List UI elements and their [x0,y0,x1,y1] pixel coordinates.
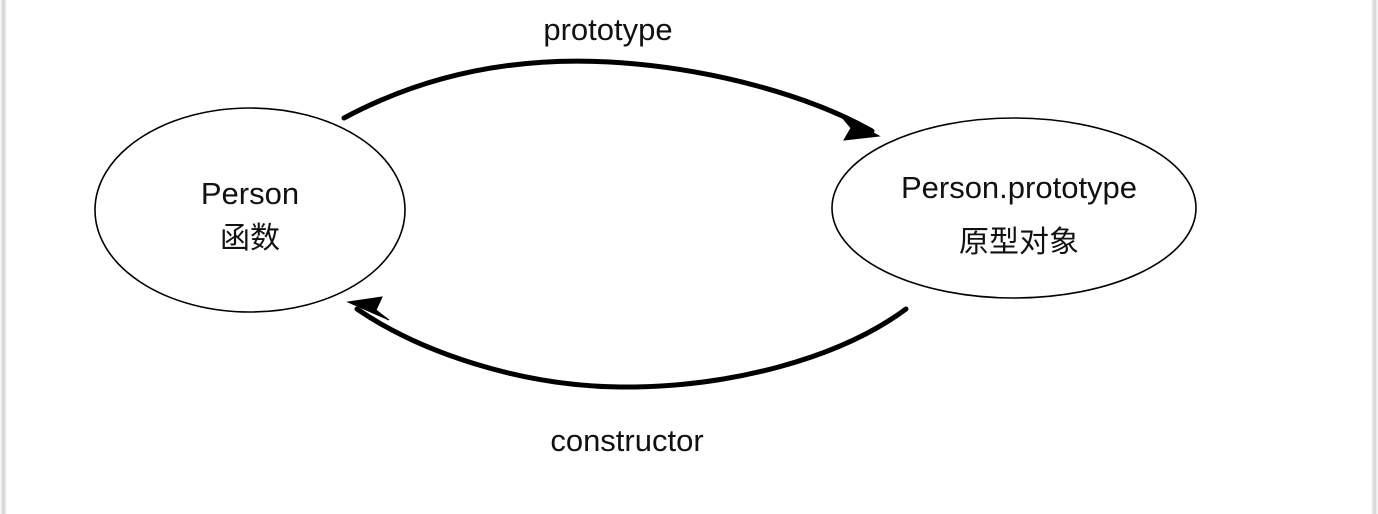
edge-prototype [341,58,881,141]
constructor-arrowhead-icon [346,296,390,321]
person-function-ellipse[interactable] [94,107,406,313]
person-prototype-secondary-label: 原型对象 [959,226,1079,259]
edge-constructor [346,296,909,390]
node-person-function[interactable]: Person 函数 [94,107,406,313]
node-person-prototype[interactable]: Person.prototype 原型对象 [831,117,1197,299]
person-prototype-ellipse[interactable] [831,117,1197,299]
right-edge-border [1371,0,1378,514]
constructor-arrow-curve [354,306,909,390]
left-edge-border [0,0,7,514]
person-function-primary-label: Person [201,176,299,211]
person-prototype-primary-label: Person.prototype [901,170,1137,205]
prototype-arrow-curve [341,58,875,134]
constructor-edge-label: constructor [550,423,703,458]
prototype-arrowhead-icon [839,114,881,141]
person-function-secondary-label: 函数 [220,222,280,255]
prototype-edge-label: prototype [543,12,672,47]
